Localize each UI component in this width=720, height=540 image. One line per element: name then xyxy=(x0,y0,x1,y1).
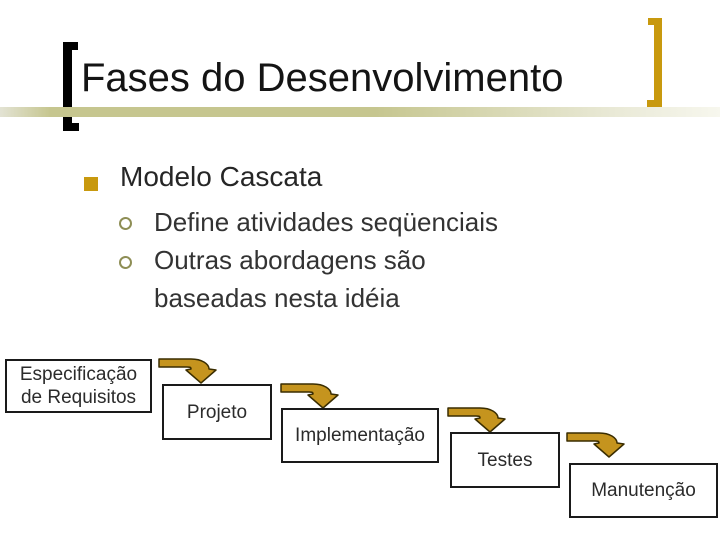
bullet-modelo-cascata: Modelo Cascata xyxy=(120,161,323,192)
flow-box-label: Especificação de Requisitos xyxy=(19,364,138,408)
flow-box-label: Implementação xyxy=(295,425,425,446)
flow-box-projeto: Projeto xyxy=(162,384,272,440)
slide-title: Fases do Desenvolvimento xyxy=(81,56,564,100)
left-bracket-top-arm xyxy=(63,42,78,50)
flow-box-label: Manutenção xyxy=(591,480,696,501)
flow-box-especificacao: Especificação de Requisitos xyxy=(5,359,152,413)
curved-down-arrow-icon xyxy=(447,407,506,433)
flow-box-testes: Testes xyxy=(450,432,560,488)
title-underline-rule xyxy=(0,107,720,117)
sub-bullet-line: Define atividades seqüenciais xyxy=(154,207,498,237)
curved-down-arrow-icon xyxy=(280,383,339,409)
sub-bullet-line: baseadas nesta idéia xyxy=(154,283,400,313)
sub-bullet-outras-abordagens: Outras abordagens são baseadas nesta idé… xyxy=(154,241,426,317)
flow-box-manutencao: Manutenção xyxy=(569,463,718,518)
right-bracket-vertical-bar xyxy=(654,18,662,107)
right-bracket-bottom-arm xyxy=(647,100,662,107)
sub-bullet-define-atividades: Define atividades seqüenciais xyxy=(154,203,498,241)
flow-box-implementacao: Implementação xyxy=(281,408,439,463)
curved-down-arrow-icon xyxy=(566,432,625,458)
circle-bullet-icon xyxy=(119,217,132,230)
flow-box-label: Testes xyxy=(477,449,533,471)
curved-down-arrow-icon xyxy=(158,358,217,384)
circle-bullet-icon xyxy=(119,256,132,269)
left-bracket-vertical-bar xyxy=(63,42,72,131)
flow-box-label: Projeto xyxy=(186,401,248,423)
sub-bullet-line: Outras abordagens são xyxy=(154,245,426,275)
left-bracket-bottom-arm xyxy=(63,123,79,131)
right-bracket-top-arm xyxy=(648,18,662,25)
square-bullet-icon xyxy=(84,177,98,191)
